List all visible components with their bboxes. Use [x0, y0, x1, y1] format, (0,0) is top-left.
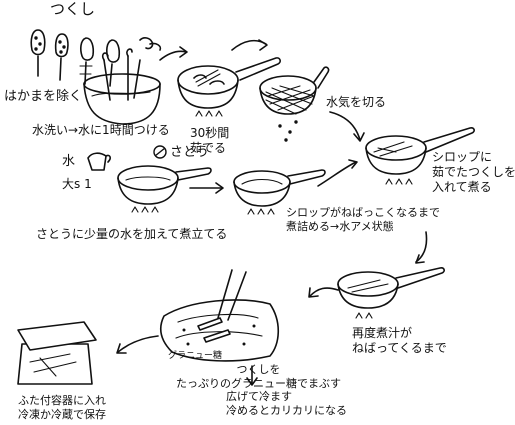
water-cup-illustration — [87, 152, 111, 171]
lidded-container-illustration — [17, 321, 97, 385]
tsukushi-sprouts-illustration — [30, 29, 162, 87]
granulated-sugar-tray-illustration — [159, 269, 280, 362]
saucepan-sugar-illustration — [117, 165, 212, 213]
step-wash-soak: 水洗い→水に1時間つける — [32, 123, 170, 137]
cooking-in-syrup-pan-illustration — [365, 127, 475, 185]
step-cool-crispy: 広げて冷ます 冷めるとカリカリになる — [226, 390, 347, 417]
step-boil-sugar-water: さとうに少量の水を加えて煮立てる — [36, 227, 228, 241]
label-granulated-sugar: グラニュー糖 — [168, 351, 223, 361]
step-coat-sugar: つくしを たっぷりのグラニュー糖でまぶす — [176, 363, 341, 390]
step-drain: 水気を切る — [326, 95, 387, 109]
step-reduce-syrup: シロップがねばっこくなるまで 煮詰める→水アメ状態 — [286, 206, 440, 233]
boiling-pan-illustration — [177, 57, 281, 117]
arrow-to-boil — [159, 50, 187, 61]
sugar-bowl-icon — [153, 145, 167, 159]
washing-pot-illustration — [83, 48, 161, 125]
title-tsukushi: つくし — [50, 0, 96, 18]
step-remove-hakama: はかまを除く — [4, 89, 83, 104]
syrup-pan-illustration — [233, 169, 326, 215]
step-store: ふた付容器に入れ 冷凍か冷蔵で保存 — [18, 394, 106, 421]
ingredient-sugar: さとう — [170, 145, 210, 160]
reboil-pan-illustration — [337, 267, 445, 319]
step-reboil: 再度煮汁が ねばってくるまで — [352, 326, 447, 355]
step-boil-30s: 30秒間 茹でる — [190, 126, 230, 155]
step-cook-in-syrup: シロップに 茹でたつくしを 入れて煮る — [432, 150, 515, 194]
ingredient-amount: 大s 1 — [62, 177, 92, 191]
ingredient-water: 水 — [62, 154, 76, 169]
colander-illustration — [259, 66, 330, 142]
